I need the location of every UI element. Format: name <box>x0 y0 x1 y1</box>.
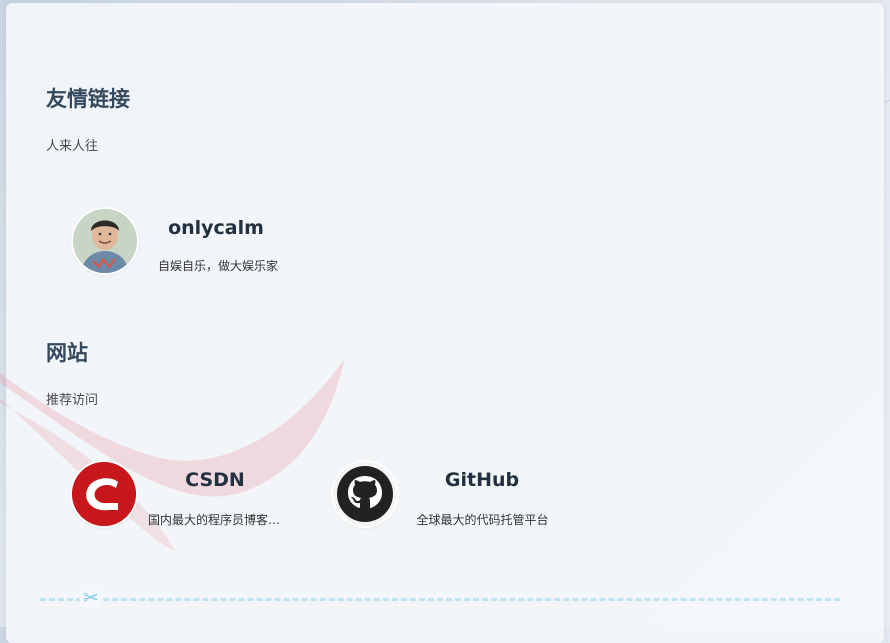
person-avatar-icon <box>73 209 137 273</box>
website-link-github[interactable]: GitHub 全球最大的代码托管平台 <box>333 462 593 532</box>
friend-description: 自娱自乐，做大娱乐家 <box>157 259 278 273</box>
section-subtitle-friends: 人来人往 <box>46 139 99 154</box>
scissors-icon: ✂ <box>80 588 102 610</box>
section-subtitle-websites: 推荐访问 <box>46 393 99 408</box>
content-card: 友情链接 人来人往 onlycalm 自娱自乐，做大娱乐家 网站 推荐访问 CS… <box>0 3 884 643</box>
section-title-friends: 友情链接 <box>46 87 130 111</box>
website-name: GitHub <box>444 469 520 491</box>
friend-link-onlycalm[interactable]: onlycalm 自娱自乐，做大娱乐家 <box>73 209 313 279</box>
website-description: 国内最大的程序员博客社区 <box>148 513 291 527</box>
section-title-websites: 网站 <box>46 341 88 365</box>
website-description: 全球最大的代码托管平台 <box>416 513 549 527</box>
website-name: CSDN <box>185 469 245 491</box>
section-divider <box>40 598 840 601</box>
github-logo-icon <box>333 462 397 526</box>
friend-name: onlycalm <box>168 217 264 239</box>
website-link-csdn[interactable]: CSDN 国内最大的程序员博客社区 <box>72 462 312 532</box>
csdn-logo-icon <box>72 462 136 526</box>
